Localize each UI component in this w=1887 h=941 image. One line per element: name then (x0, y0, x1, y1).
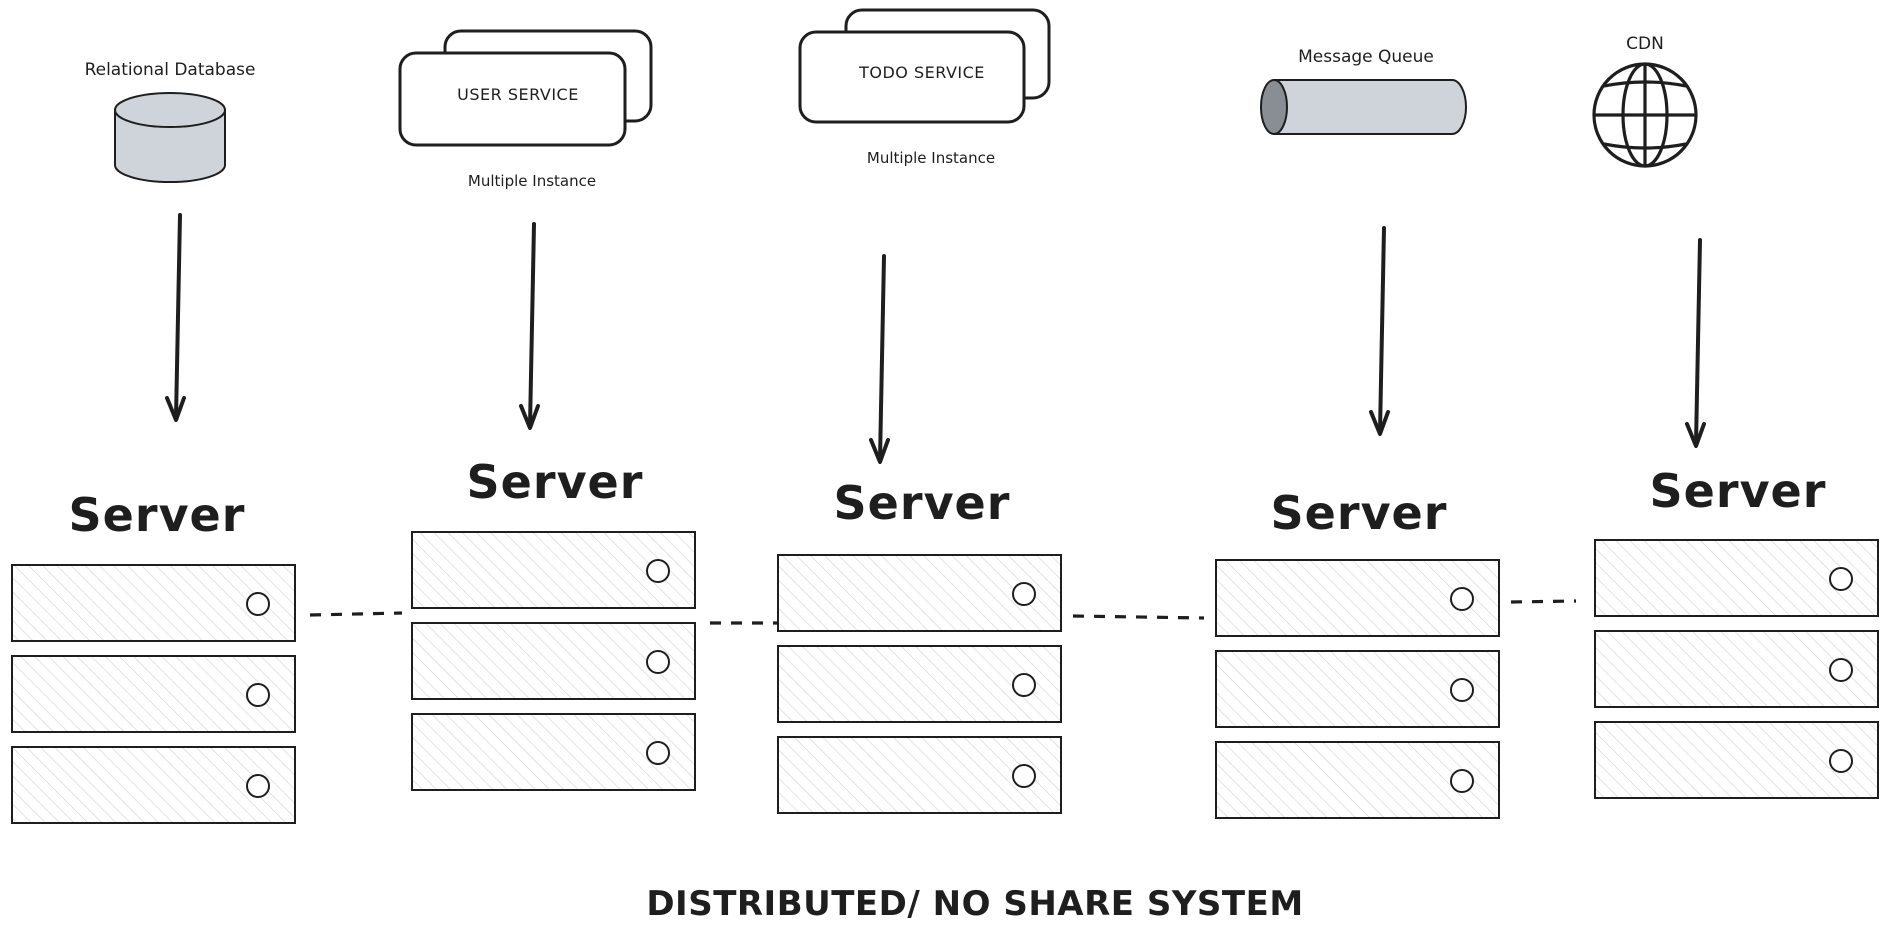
server-title-4: Server (1270, 486, 1448, 540)
power-led-icon (646, 559, 670, 583)
database-cylinder-icon[interactable] (114, 92, 226, 183)
arrow-todo-to-server (869, 254, 890, 464)
queue-pipe-icon[interactable] (1260, 79, 1467, 135)
power-led-icon (646, 650, 670, 674)
database-label: Relational Database (84, 60, 256, 80)
power-led-icon (1829, 567, 1853, 591)
power-led-icon (1829, 658, 1853, 682)
power-led-icon (1829, 749, 1853, 773)
server-rack-1[interactable] (11, 564, 296, 824)
server-title-1: Server (68, 488, 246, 542)
connector-3-4 (1072, 614, 1205, 620)
connector-1-2 (309, 611, 403, 617)
arrows (165, 213, 1706, 464)
power-led-icon (1012, 582, 1036, 606)
server-rack-2[interactable] (411, 531, 696, 791)
arrow-cdn-to-server (1685, 238, 1706, 448)
arrow-db-to-server (165, 213, 186, 422)
server-racks (11, 531, 1879, 824)
power-led-icon (246, 592, 270, 616)
diagram-title: DISTRIBUTED/ NO SHARE SYSTEM (646, 884, 1304, 924)
user-service-note: Multiple Instance (467, 172, 597, 190)
power-led-icon (1012, 764, 1036, 788)
cdn-label: CDN (1626, 34, 1664, 54)
todo-service-label: TODO SERVICE (859, 63, 985, 82)
power-led-icon (246, 774, 270, 798)
todo-service-icon[interactable] (798, 8, 1051, 124)
server-title-2: Server (466, 455, 644, 509)
connector-4-5 (1510, 599, 1577, 604)
power-led-icon (646, 741, 670, 765)
todo-service-note: Multiple Instance (866, 149, 996, 167)
power-led-icon (1012, 673, 1036, 697)
power-led-icon (1450, 678, 1474, 702)
message-queue-label: Message Queue (1298, 47, 1434, 67)
server-rack-5[interactable] (1594, 539, 1879, 799)
power-led-icon (246, 683, 270, 707)
user-service-icon[interactable] (398, 29, 653, 147)
server-title-3: Server (833, 476, 1011, 530)
power-led-icon (1450, 587, 1474, 611)
globe-icon[interactable] (1592, 62, 1698, 168)
dashed-connectors (309, 599, 1577, 625)
server-title-5: Server (1649, 464, 1827, 518)
server-rack-3[interactable] (777, 554, 1062, 814)
user-service-label: USER SERVICE (457, 85, 579, 104)
server-rack-4[interactable] (1215, 559, 1500, 819)
arrow-queue-to-server (1369, 226, 1390, 436)
power-led-icon (1450, 769, 1474, 793)
arrow-user-to-server (519, 222, 540, 430)
